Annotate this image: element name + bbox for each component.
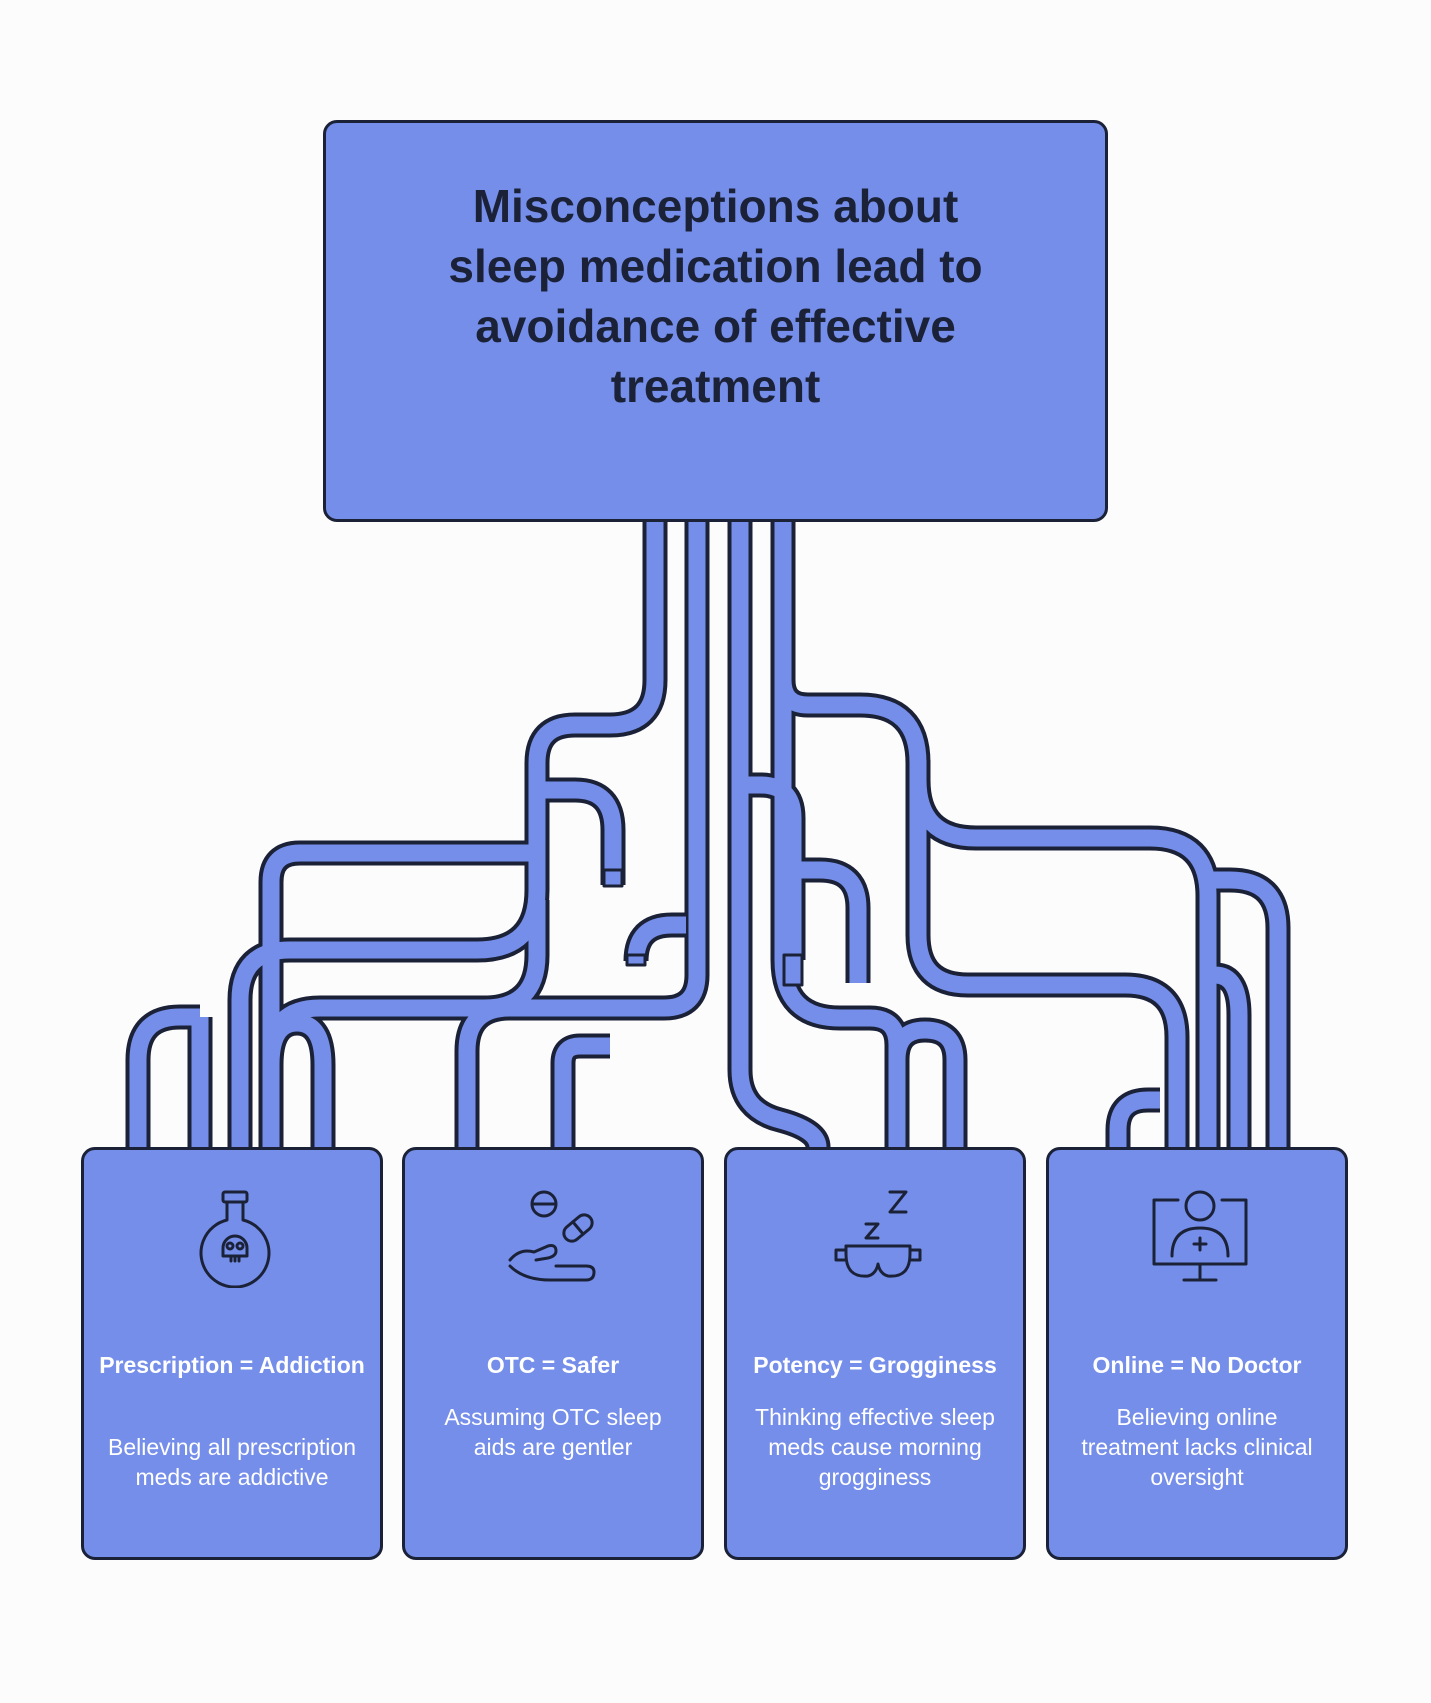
online-doctor-icon <box>1150 1188 1250 1288</box>
root-node: Misconceptions about sleep medication le… <box>323 120 1108 522</box>
poison-flask-icon <box>185 1188 285 1288</box>
card-prescription-addiction: Prescription = Addiction Believing all p… <box>81 1147 383 1560</box>
sleep-mask-icon <box>828 1188 928 1288</box>
card-description: Thinking effective sleep meds cause morn… <box>755 1404 995 1490</box>
card-description: Assuming OTC sleep aids are gentler <box>444 1404 662 1460</box>
card-title: OTC = Safer <box>486 1352 620 1378</box>
card-description: Believing all prescription meds are addi… <box>107 1434 356 1490</box>
root-title: Misconceptions about sleep medication le… <box>448 180 983 412</box>
card-description: Believing online treatment lacks clinica… <box>1081 1404 1313 1490</box>
card-potency-grogginess: Potency = Grogginess Thinking effective … <box>724 1147 1026 1560</box>
hand-pills-icon <box>506 1188 606 1288</box>
card-title: Potency = Grogginess <box>753 1352 997 1378</box>
card-title: Prescription = Addiction <box>99 1352 365 1378</box>
card-title: Online = No Doctor <box>1092 1352 1302 1378</box>
card-otc-safer: OTC = Safer Assuming OTC sleep aids are … <box>402 1147 704 1560</box>
card-online-no-doctor: Online = No Doctor Believing online trea… <box>1046 1147 1348 1560</box>
